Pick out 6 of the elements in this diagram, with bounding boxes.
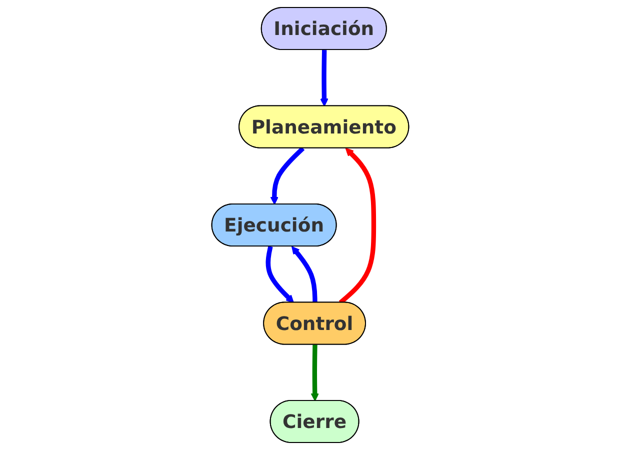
arrow	[270, 146, 304, 205]
arrow	[291, 246, 318, 303]
arrow	[338, 148, 376, 304]
arrow	[320, 50, 328, 107]
arrow	[310, 344, 319, 402]
arrow	[266, 246, 294, 304]
